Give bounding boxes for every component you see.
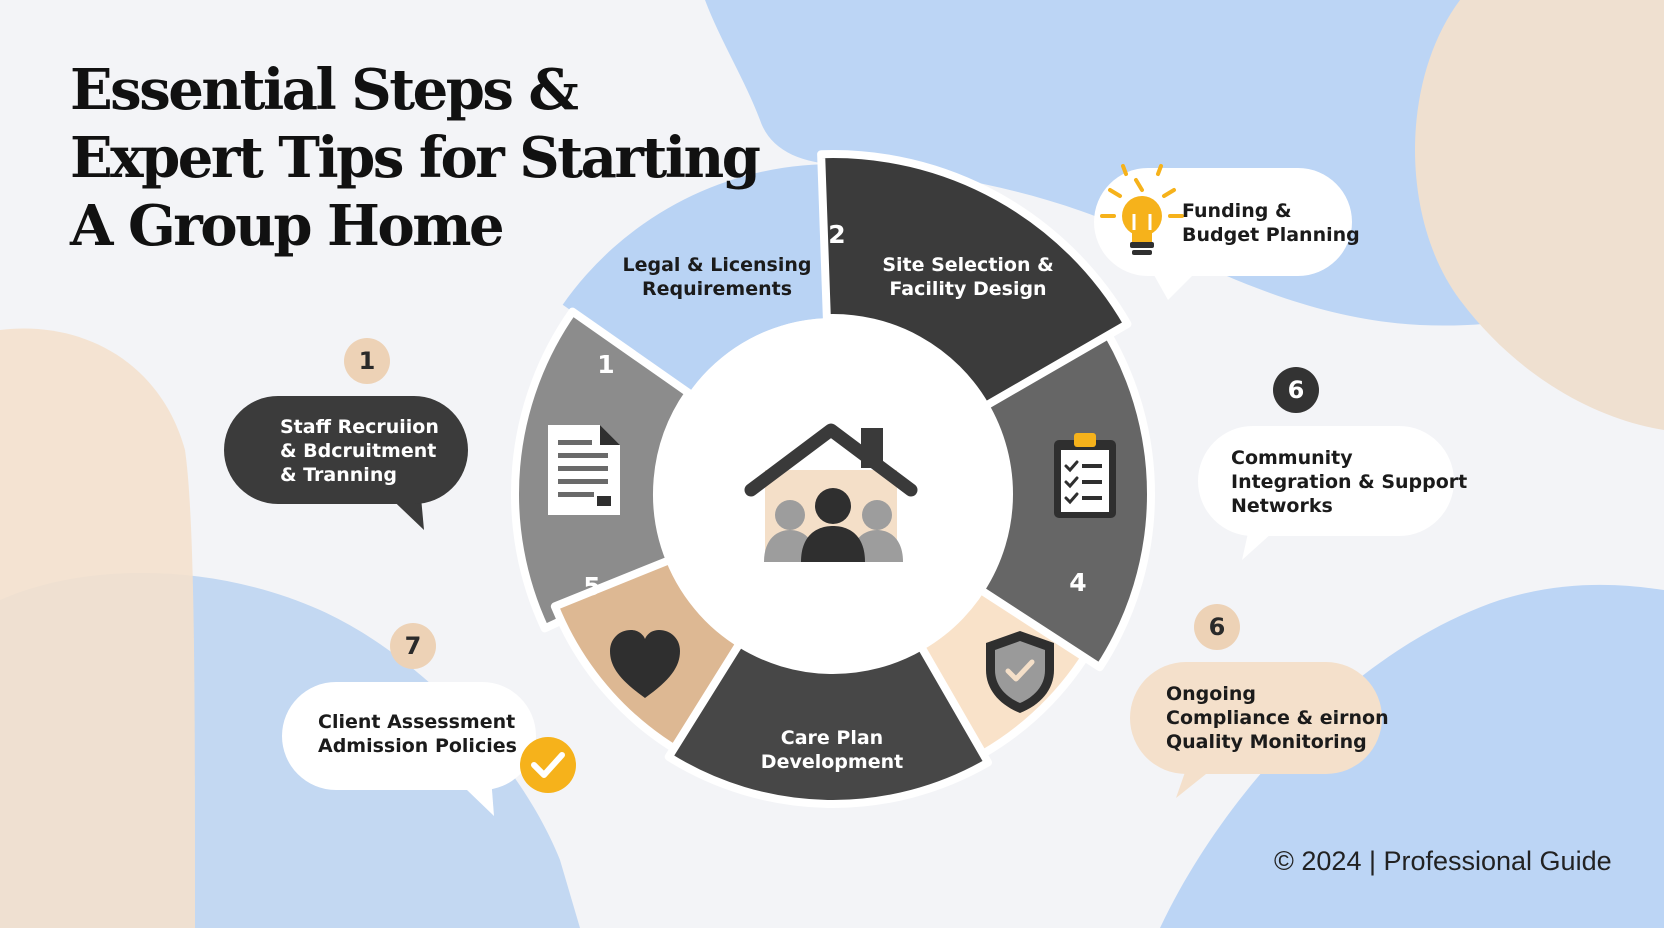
- callout-funding: [1094, 168, 1352, 300]
- heart-icon: [610, 630, 680, 698]
- title-line-1: Essential Steps &: [70, 57, 579, 123]
- badge-client: 7: [390, 623, 436, 669]
- callout-label-staff: Staff Recruiion & Bdcruitment & Tranning: [280, 416, 439, 486]
- badge-compliance: 6: [1194, 604, 1240, 650]
- bg-blob-blue-right: [1160, 584, 1664, 928]
- document-icon: [548, 425, 620, 515]
- callout-label-client: Client Assessment Admission Policies: [318, 711, 517, 757]
- page-title: Essential Steps & Expert Tips for Starti…: [70, 56, 761, 260]
- shield-check-icon: [986, 631, 1054, 713]
- check-circle-icon: [520, 737, 576, 793]
- segment-number-1: 1: [597, 350, 615, 379]
- bg-blob-peach-right: [1415, 0, 1664, 430]
- callout-client: [282, 682, 536, 816]
- badge-staff: 1: [344, 338, 390, 384]
- segment-label-legal: Legal & Licensing Requirements: [622, 254, 812, 300]
- callout-label-compliance: Ongoing Compliance & eirnon Quality Moni…: [1166, 683, 1389, 753]
- badge-community: 6: [1273, 367, 1319, 413]
- group-home-icon: [744, 423, 918, 562]
- title-line-3: A Group Home: [70, 193, 505, 259]
- bg-blob-peach-left: [0, 328, 195, 928]
- title-line-2: Expert Tips for Starting: [70, 125, 761, 191]
- callout-label-community: Community Integration & Support Networks: [1231, 447, 1468, 517]
- checklist-clipboard-icon: [1054, 433, 1116, 518]
- wheel-segment-legal-backdrop: [562, 164, 827, 394]
- segment-number-2: 2: [828, 220, 846, 249]
- lightbulb-icon: [1100, 164, 1184, 255]
- segment-number-5: 5: [583, 572, 601, 601]
- callout-compliance: [1130, 662, 1382, 798]
- segment-label-care-plan: Care Plan Development: [760, 727, 904, 773]
- callout-staff: [224, 396, 468, 530]
- segment-number-4: 4: [1069, 568, 1087, 597]
- callout-community: [1198, 426, 1454, 560]
- footer-copyright: © 2024 | Professional Guide: [1274, 846, 1612, 876]
- segment-label-site: Site Selection & Facility Design: [882, 254, 1054, 300]
- callout-label-funding: Funding & Budget Planning: [1182, 200, 1360, 246]
